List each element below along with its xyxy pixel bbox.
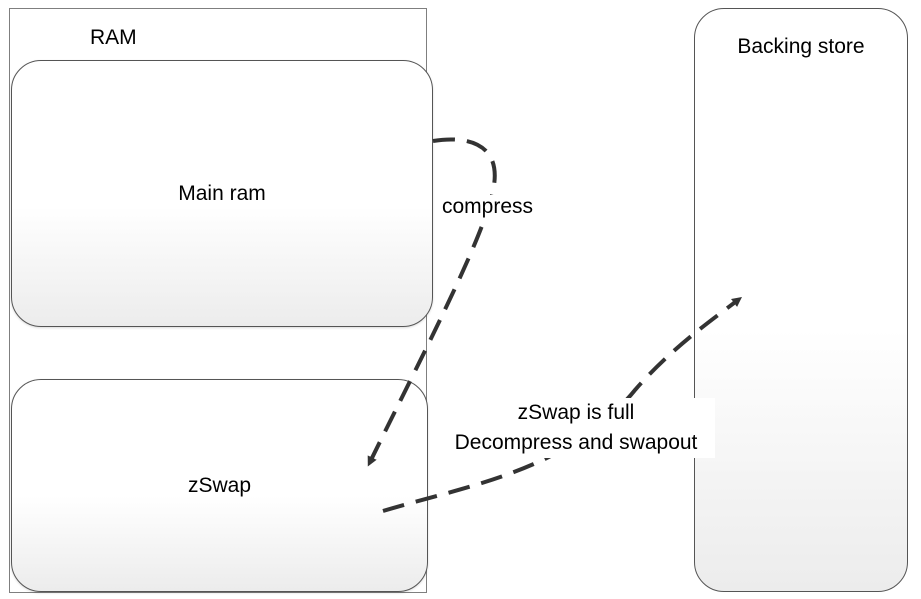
swapout-label: zSwap is full Decompress and swapout <box>437 398 715 458</box>
zswap-box: zSwap <box>11 379 428 592</box>
swapout-label-line2: Decompress and swapout <box>454 431 698 454</box>
main-ram-box: Main ram <box>11 60 433 327</box>
compress-label: compress <box>440 195 536 219</box>
main-ram-label: Main ram <box>178 181 266 205</box>
backing-store-box: Backing store <box>694 8 908 592</box>
ram-label: RAM <box>90 26 137 49</box>
swapout-label-line1: zSwap is full <box>517 401 635 424</box>
backing-store-label: Backing store <box>737 35 865 58</box>
zswap-label: zSwap <box>187 473 252 497</box>
